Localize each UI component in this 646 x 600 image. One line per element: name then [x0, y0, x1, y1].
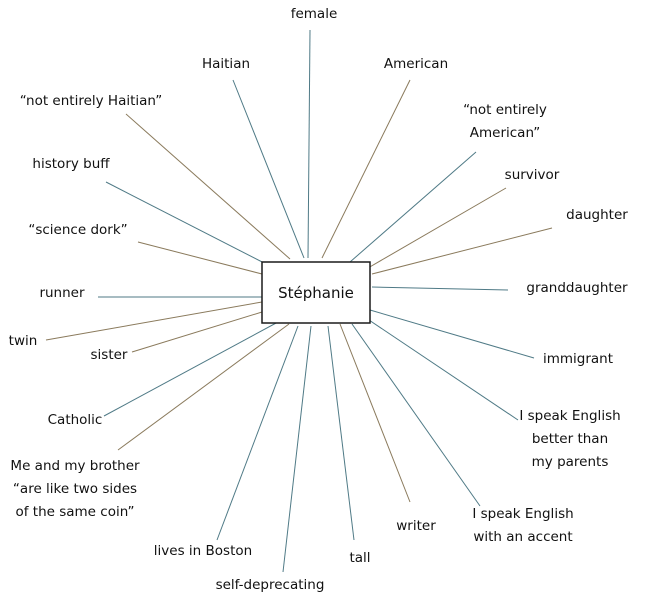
spoke-not-entirely-haitian [125, 113, 291, 260]
label-line: better than [532, 431, 608, 447]
spoke-female [307, 29, 311, 259]
spoke-history-buff [105, 181, 269, 266]
label-daughter: daughter [566, 207, 628, 223]
label-line: lives in Boston [154, 543, 252, 559]
label-line: granddaughter [526, 280, 628, 296]
label-line: twin [9, 333, 38, 349]
label-line: daughter [566, 207, 628, 223]
spoke-immigrant [369, 309, 535, 359]
label-line: “are like two sides [13, 481, 137, 497]
label-self-deprecating: self-deprecating [216, 577, 325, 593]
spoke-speak-english-better [365, 317, 519, 421]
label-speak-english-accent: I speak English with an accent [472, 506, 573, 545]
label-line: writer [396, 518, 436, 534]
label-science-dork: “science dork” [28, 222, 127, 238]
spoke-survivor [367, 187, 507, 269]
label-line: “not entirely Haitian” [20, 93, 162, 109]
label-sister: sister [91, 347, 128, 363]
label-brother-coin: Me and my brother “are like two sides of t… [10, 458, 140, 520]
label-haitian: Haitian [202, 56, 250, 72]
label-survivor: survivor [505, 167, 560, 183]
spoke-granddaughter [371, 286, 509, 291]
label-line: immigrant [543, 351, 613, 367]
spoke-sister [131, 311, 263, 353]
label-line: Catholic [48, 412, 103, 428]
label-line: sister [91, 347, 128, 363]
label-line: tall [349, 550, 370, 566]
label-line: my parents [532, 454, 609, 470]
label-not-entirely-haitian: “not entirely Haitian” [20, 93, 162, 109]
spoke-american [321, 79, 411, 259]
label-line: Haitian [202, 56, 250, 72]
spoke-twin [45, 301, 263, 341]
label-line: “science dork” [28, 222, 127, 238]
label-catholic: Catholic [48, 412, 103, 428]
label-speak-english-better: I speak English better than my parents [519, 408, 620, 470]
label-line: history buff [32, 156, 110, 172]
label-line: American” [470, 125, 541, 141]
label-line: runner [39, 285, 85, 301]
label-line: of the same coin” [15, 504, 134, 520]
spoke-haitian [232, 79, 305, 259]
label-line: Me and my brother [10, 458, 140, 474]
label-line: “not entirely [463, 102, 547, 118]
label-tall: tall [349, 550, 370, 566]
label-history-buff: history buff [32, 156, 110, 172]
label-line: self-deprecating [216, 577, 325, 593]
spoke-tall [327, 325, 355, 541]
label-twin: twin [9, 333, 38, 349]
spoke-catholic [103, 321, 279, 417]
label-line: with an accent [473, 529, 572, 545]
label-immigrant: immigrant [543, 351, 613, 367]
label-line: survivor [505, 167, 560, 183]
spoke-science-dork [137, 241, 263, 275]
spoke-brother-coin [117, 323, 290, 451]
spoke-speak-english-accent [351, 323, 481, 507]
label-line: American [384, 56, 448, 72]
label-writer: writer [396, 518, 436, 534]
spoke-daughter [371, 227, 553, 275]
label-runner: runner [39, 285, 85, 301]
center-label: Stéphanie [278, 284, 354, 302]
center-box [261, 261, 371, 324]
spoke-lines [45, 29, 553, 573]
label-female: female [291, 6, 338, 22]
label-granddaughter: granddaughter [526, 280, 628, 296]
center-node: Stéphanie [261, 261, 371, 324]
spoke-not-entirely-american [349, 151, 477, 263]
spoke-writer [339, 323, 411, 503]
label-lives-in-boston: lives in Boston [154, 543, 252, 559]
label-line: I speak English [519, 408, 620, 424]
spoke-self-deprecating [282, 325, 312, 573]
label-line: female [291, 6, 338, 22]
label-american: American [384, 56, 448, 72]
spoke-lives-in-boston [216, 325, 299, 541]
label-line: I speak English [472, 506, 573, 522]
